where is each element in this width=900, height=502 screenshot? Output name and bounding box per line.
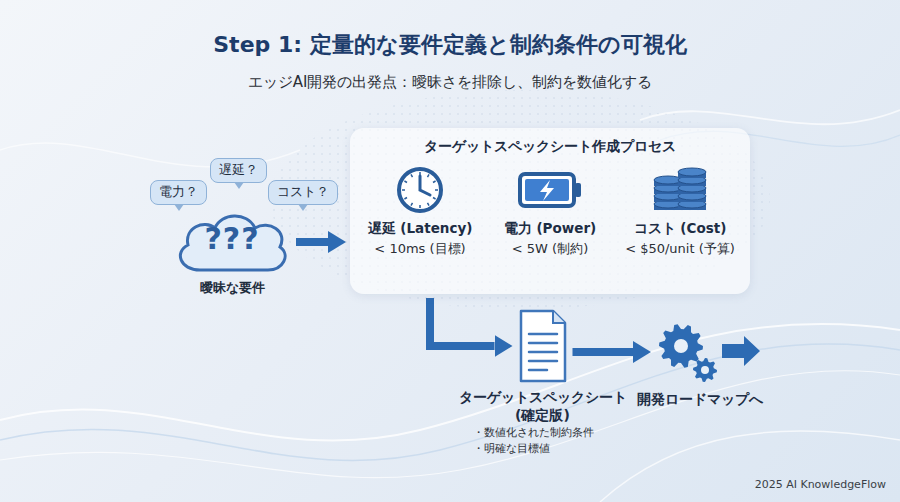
clock-icon: [394, 164, 446, 216]
document-icon: [517, 308, 569, 384]
battery-icon: [516, 164, 584, 216]
node-label: コスト？: [277, 184, 329, 201]
coins-icon: [648, 164, 712, 216]
bullet-item: ・明確な目標値: [455, 441, 630, 456]
wave-line: [0, 371, 900, 478]
wave-line: [0, 344, 900, 461]
metric-name: コスト (Cost): [615, 216, 745, 238]
process-panel: ターゲットスペックシート作成プロセス遅延 (Latency)< 10ms (目標…: [350, 128, 750, 294]
roadmap-node: 開発ロードマップへ: [625, 320, 775, 408]
title: Step 1: 定量的な要件定義と制約条件の可視化: [0, 30, 900, 60]
node-label: 電力？: [159, 184, 198, 201]
node-caption: 曖昧な要件: [172, 280, 292, 297]
metric-value: < 10ms (目標): [355, 238, 485, 258]
metric-name: 電力 (Power): [485, 216, 615, 238]
node-label: 開発ロードマップへ: [625, 384, 775, 408]
speech-bubble: 遅延？: [210, 158, 267, 183]
bullet-item: ・数値化された制約条件: [455, 424, 630, 440]
panel-heading: ターゲットスペックシート作成プロセス: [350, 128, 750, 155]
gears-icon: [655, 320, 719, 384]
question-marks: ???: [172, 224, 292, 254]
metric-value: < 5W (制約): [485, 238, 615, 258]
speech-bubble: コスト？: [268, 180, 338, 205]
speech-bubble: 電力？: [150, 180, 207, 205]
wave-line: [640, 110, 900, 124]
footer-credit: 2025 AI KnowledgeFlow: [755, 478, 886, 491]
subtitle: エッジAI開発の出発点：曖昧さを排除し、制約を数値化する: [0, 73, 900, 92]
document-node: ターゲットスペックシート (確定版)・数値化された制約条件・明確な目標値: [455, 308, 630, 456]
metric-value: < $50/unit (予算): [615, 238, 745, 258]
metric-item: コスト (Cost)< $50/unit (予算): [615, 164, 745, 257]
flow-arrow: [430, 298, 495, 346]
cloud-node: ??? 曖昧な要件: [172, 210, 292, 304]
wave-line: [0, 324, 900, 441]
wave-line: [600, 431, 900, 502]
metric-item: 電力 (Power)< 5W (制約): [485, 164, 615, 257]
next-step-arrow: [722, 336, 760, 366]
node-label: 遅延？: [219, 162, 258, 179]
flow-arrow: [573, 348, 634, 356]
flow-arrow: [296, 238, 328, 246]
metric-name: 遅延 (Latency): [355, 216, 485, 238]
document-title: ターゲットスペックシート (確定版): [455, 384, 630, 424]
metric-item: 遅延 (Latency)< 10ms (目標): [355, 164, 485, 257]
world-map-dots: [270, 90, 770, 310]
